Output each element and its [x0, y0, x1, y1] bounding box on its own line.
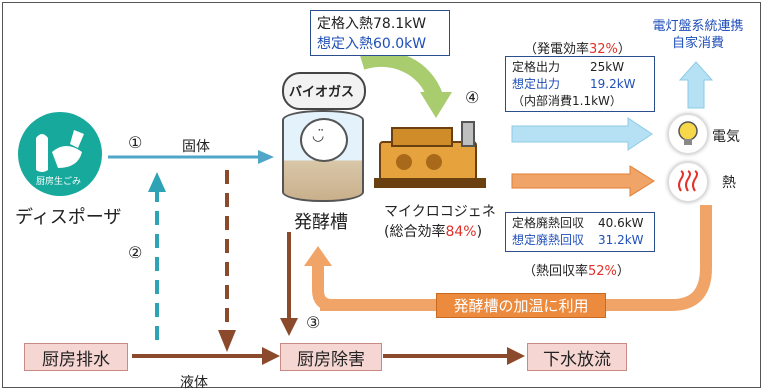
- biogas-cloud: [282, 72, 366, 110]
- engine-icon: [374, 121, 486, 188]
- grid-link-line1: 電灯盤系統連携: [652, 19, 744, 34]
- internal-consumption: （内部消費1.1kW）: [512, 94, 622, 108]
- liquid-return-dashed-arrow: [148, 172, 166, 340]
- power-efficiency-value: 32%: [589, 42, 618, 57]
- solid-to-removal-dashed-arrow: [218, 170, 236, 352]
- heat-waves-icon: [668, 162, 708, 202]
- assumed-heat-value: 31.2kW: [598, 233, 644, 247]
- rated-heat-value: 40.6kW: [598, 216, 644, 230]
- heat-recovery-value: 52%: [588, 264, 617, 279]
- kitchen-waste-label: 厨房生ごみ: [36, 177, 82, 187]
- rated-input-heat: 定格入熱78.1kW: [317, 16, 427, 32]
- electricity-arrow: [511, 117, 653, 151]
- overall-efficiency-suffix: ): [476, 224, 483, 240]
- step3-marker: ③: [306, 313, 321, 332]
- heat-glyph-icon: [678, 170, 698, 192]
- step1-marker: ①: [128, 133, 143, 152]
- disposer-label: ディスポーザ: [15, 207, 122, 228]
- rated-output-label: 定格出力: [512, 60, 561, 74]
- assumed-heat-label: 想定廃熱回収: [512, 233, 585, 247]
- drain-to-removal-arrow: [132, 347, 280, 365]
- heat-arrow: [511, 165, 655, 197]
- rated-heat-label: 定格廃熱回収: [512, 216, 585, 230]
- biogas-label: バイオガス: [289, 85, 355, 100]
- diagram-frame: [2, 2, 761, 388]
- overall-efficiency: (総合効率84%): [384, 221, 482, 241]
- solid-feed-arrow: [108, 150, 274, 164]
- step4-marker: ④: [465, 88, 480, 107]
- fermenter-label: 発酵槽: [294, 212, 348, 233]
- fermenter-to-removal-arrow: [280, 232, 298, 336]
- assumed-heat-row: 想定廃熱回収 31.2kW: [512, 232, 648, 249]
- bulb-glyph-icon: [678, 121, 698, 145]
- mascot-face-icon: ◡̈: [312, 128, 325, 144]
- heat-recovery-suffix: ）: [616, 264, 630, 279]
- liquid-label: 液体: [180, 375, 208, 391]
- grid-link-line2: 自家消費: [671, 36, 724, 51]
- biogas-to-engine-arrow: [359, 51, 452, 118]
- heat-recovery-rate: （熱回収率52%）: [523, 260, 630, 279]
- assumed-output-value: 19.2kW: [590, 77, 636, 91]
- microcogen-engine-icon: [374, 120, 494, 194]
- assumed-input-heat: 想定入熱60.0kW: [317, 36, 427, 52]
- grid-up-arrow: [678, 61, 714, 109]
- sewer-discharge-box: 下水放流: [527, 343, 627, 371]
- removal-to-sewer-arrow: [383, 347, 525, 365]
- rated-output-value: 25kW: [590, 60, 625, 74]
- overall-efficiency-prefix: (総合効率: [384, 224, 446, 240]
- power-efficiency-prefix: （発電効率: [524, 42, 590, 57]
- rated-output-row: 定格出力 25kW: [512, 59, 648, 76]
- food-scraps-icon: [36, 130, 84, 172]
- rated-heat-row: 定格廃熱回収 40.6kW: [512, 215, 648, 232]
- electricity-label: 電気: [712, 129, 740, 145]
- heat-return-loop: [304, 205, 712, 311]
- lightbulb-icon: [668, 114, 708, 154]
- heat-recovery-box: 定格廃熱回収 40.6kW 想定廃熱回収 31.2kW: [505, 212, 655, 252]
- fermenter-mascot: ◡̈: [300, 118, 348, 162]
- kitchen-removal-box: 厨房除害: [280, 343, 382, 371]
- kitchen-drain-box: 厨房排水: [24, 343, 128, 371]
- assumed-output-label: 想定出力: [512, 77, 561, 91]
- heat-label: 熱: [722, 175, 736, 191]
- power-efficiency-suffix: ）: [617, 42, 631, 57]
- heat-recovery-prefix: （熱回収率: [523, 264, 589, 279]
- solid-label: 固体: [182, 139, 210, 155]
- kitchen-waste-icon: 厨房生ごみ: [18, 112, 102, 196]
- fermenter-heating-reuse-label: 発酵槽の加温に利用: [436, 293, 606, 318]
- power-efficiency: （発電効率32%）: [524, 38, 631, 57]
- assumed-output-row: 想定出力 19.2kW: [512, 76, 648, 93]
- microcogen-label: マイクロコジェネ: [384, 204, 496, 220]
- input-heat-box: 定格入熱78.1kW 想定入熱60.0kW: [310, 10, 450, 56]
- grid-link-text: 電灯盤系統連携 自家消費: [648, 18, 748, 52]
- overall-efficiency-value: 84%: [445, 224, 477, 240]
- step2-marker: ②: [128, 243, 143, 262]
- power-output-box: 定格出力 25kW 想定出力 19.2kW （内部消費1.1kW）: [505, 56, 655, 112]
